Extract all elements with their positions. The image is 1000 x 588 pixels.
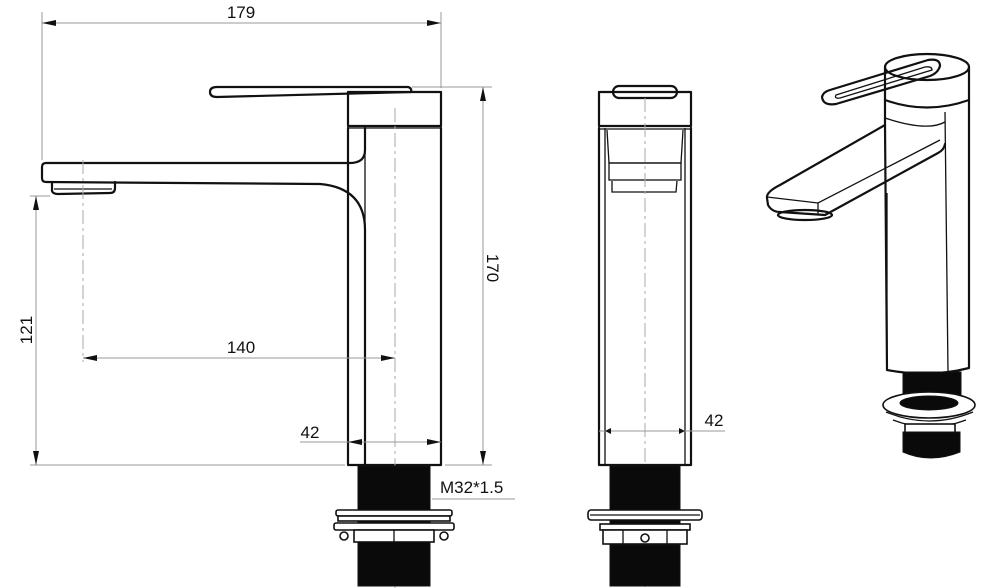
dim-body-width-front: 42: [705, 411, 724, 430]
front-view: 42: [587, 84, 725, 588]
thread-spec-label: M32*1.5: [440, 478, 503, 497]
spout: [40, 126, 367, 467]
lever-handle: [208, 85, 413, 99]
side-view: 179 170 121 140 42 M32*1.5: [17, 3, 515, 588]
dim-spout-reach: 140: [227, 338, 255, 357]
iso-spout: [765, 123, 947, 217]
dim-spout-height: 121: [17, 316, 36, 344]
aerator: [50, 180, 117, 196]
dim-overall-length: 179: [227, 3, 255, 22]
iso-lever-loop: [820, 58, 942, 106]
dim-body-width-side: 42: [301, 423, 320, 442]
isometric-view: [765, 52, 976, 459]
dim-overall-height: 170: [483, 254, 502, 282]
front-body: [597, 126, 693, 467]
